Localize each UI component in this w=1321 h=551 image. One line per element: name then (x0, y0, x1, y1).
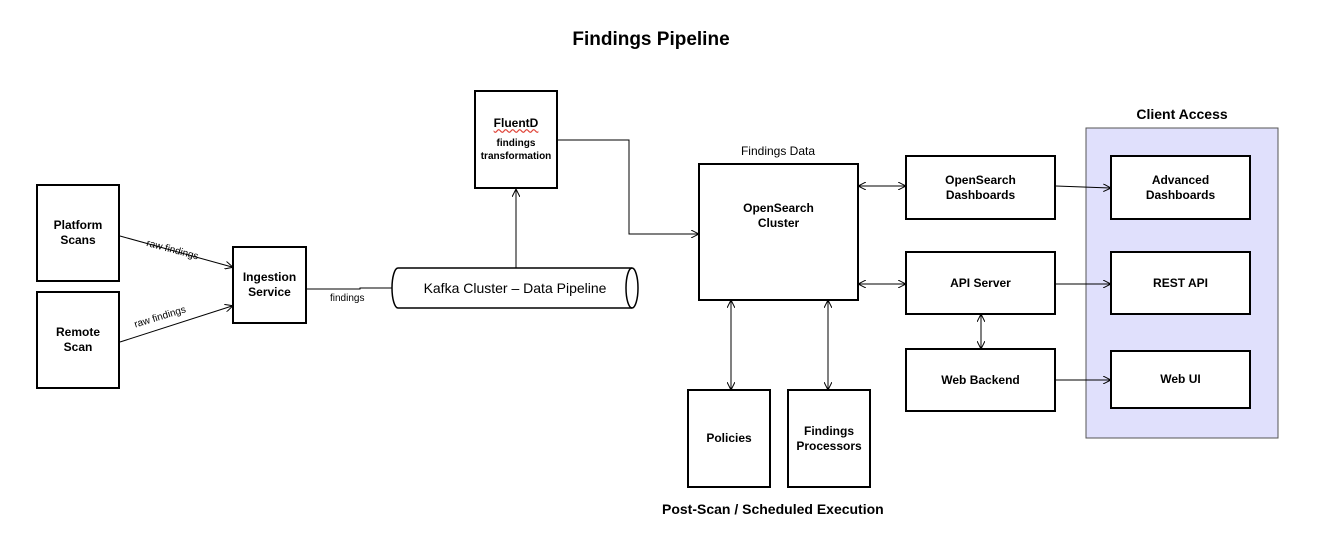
policies-node: Policies (687, 389, 771, 488)
advanced-dashboards-node: Advanced Dashboards (1110, 155, 1251, 220)
fluentd-line2: transformation (480, 150, 552, 162)
kafka-cluster-label: Kafka Cluster – Data Pipeline (423, 280, 607, 296)
remote-scan-line1: Remote (55, 325, 100, 339)
rest-api-node: REST API (1110, 251, 1251, 315)
edge-remote-to-ingestion (119, 306, 232, 343)
post-scan-group-label: Post-Scan / Scheduled Execution (662, 501, 884, 517)
web-backend-node: Web Backend (905, 348, 1056, 412)
edge-platform-to-ingestion (119, 235, 232, 267)
edge-ingestion-to-kafka (307, 287, 392, 290)
web-ui-label: Web UI (1160, 372, 1201, 386)
opensearch-dashboards-line2: Dashboards (945, 187, 1016, 202)
diagram-title: Findings Pipeline (572, 29, 730, 50)
kafka-cylinder (391, 267, 639, 309)
edge-dashboards-to-advanced (1055, 186, 1110, 188)
api-server-node: API Server (905, 251, 1056, 315)
client-access-title: Client Access (1136, 106, 1228, 122)
edge-label-ingest-findings: findings (330, 293, 365, 304)
opensearch-dashboards-line1: OpenSearch (945, 172, 1016, 187)
web-backend-label: Web Backend (941, 372, 1020, 387)
advanced-dashboards-line1: Advanced (1151, 172, 1210, 187)
advanced-dashboards-line2: Dashboards (1145, 187, 1216, 202)
fluentd-node: FluentD findings transformation (474, 90, 558, 189)
ingestion-service-node: Ingestion Service (232, 246, 307, 324)
edge-fluentd-to-opensearch (558, 139, 698, 234)
ingestion-service-line1: Ingestion (242, 270, 297, 284)
opensearch-cluster-line1: OpenSearch (743, 201, 814, 215)
opensearch-cluster-line2: Cluster (757, 216, 800, 230)
rest-api-label: REST API (1153, 275, 1208, 290)
remote-scan-node: Remote Scan (36, 291, 120, 389)
platform-scans-line2: Scans (60, 233, 96, 247)
platform-scans-node: Platform Scans (36, 184, 120, 282)
opensearch-dashboards-node: OpenSearch Dashboards (905, 155, 1056, 220)
findings-processors-node: Findings Processors (787, 389, 871, 488)
findings-processors-line1: Findings (804, 423, 854, 438)
opensearch-cluster-node: OpenSearch Cluster (698, 163, 859, 301)
fluentd-line1: findings (496, 137, 536, 149)
api-server-label: API Server (950, 275, 1011, 290)
remote-scan-line2: Scan (63, 340, 93, 354)
fluentd-name: FluentD (493, 115, 539, 130)
findings-data-caption: Findings Data (740, 144, 816, 158)
web-ui-node: Web UI (1110, 350, 1251, 409)
ingestion-service-line2: Service (248, 285, 291, 299)
platform-scans-line1: Platform (53, 218, 103, 232)
findings-processors-line2: Processors (796, 438, 862, 453)
policies-label: Policies (706, 431, 752, 445)
